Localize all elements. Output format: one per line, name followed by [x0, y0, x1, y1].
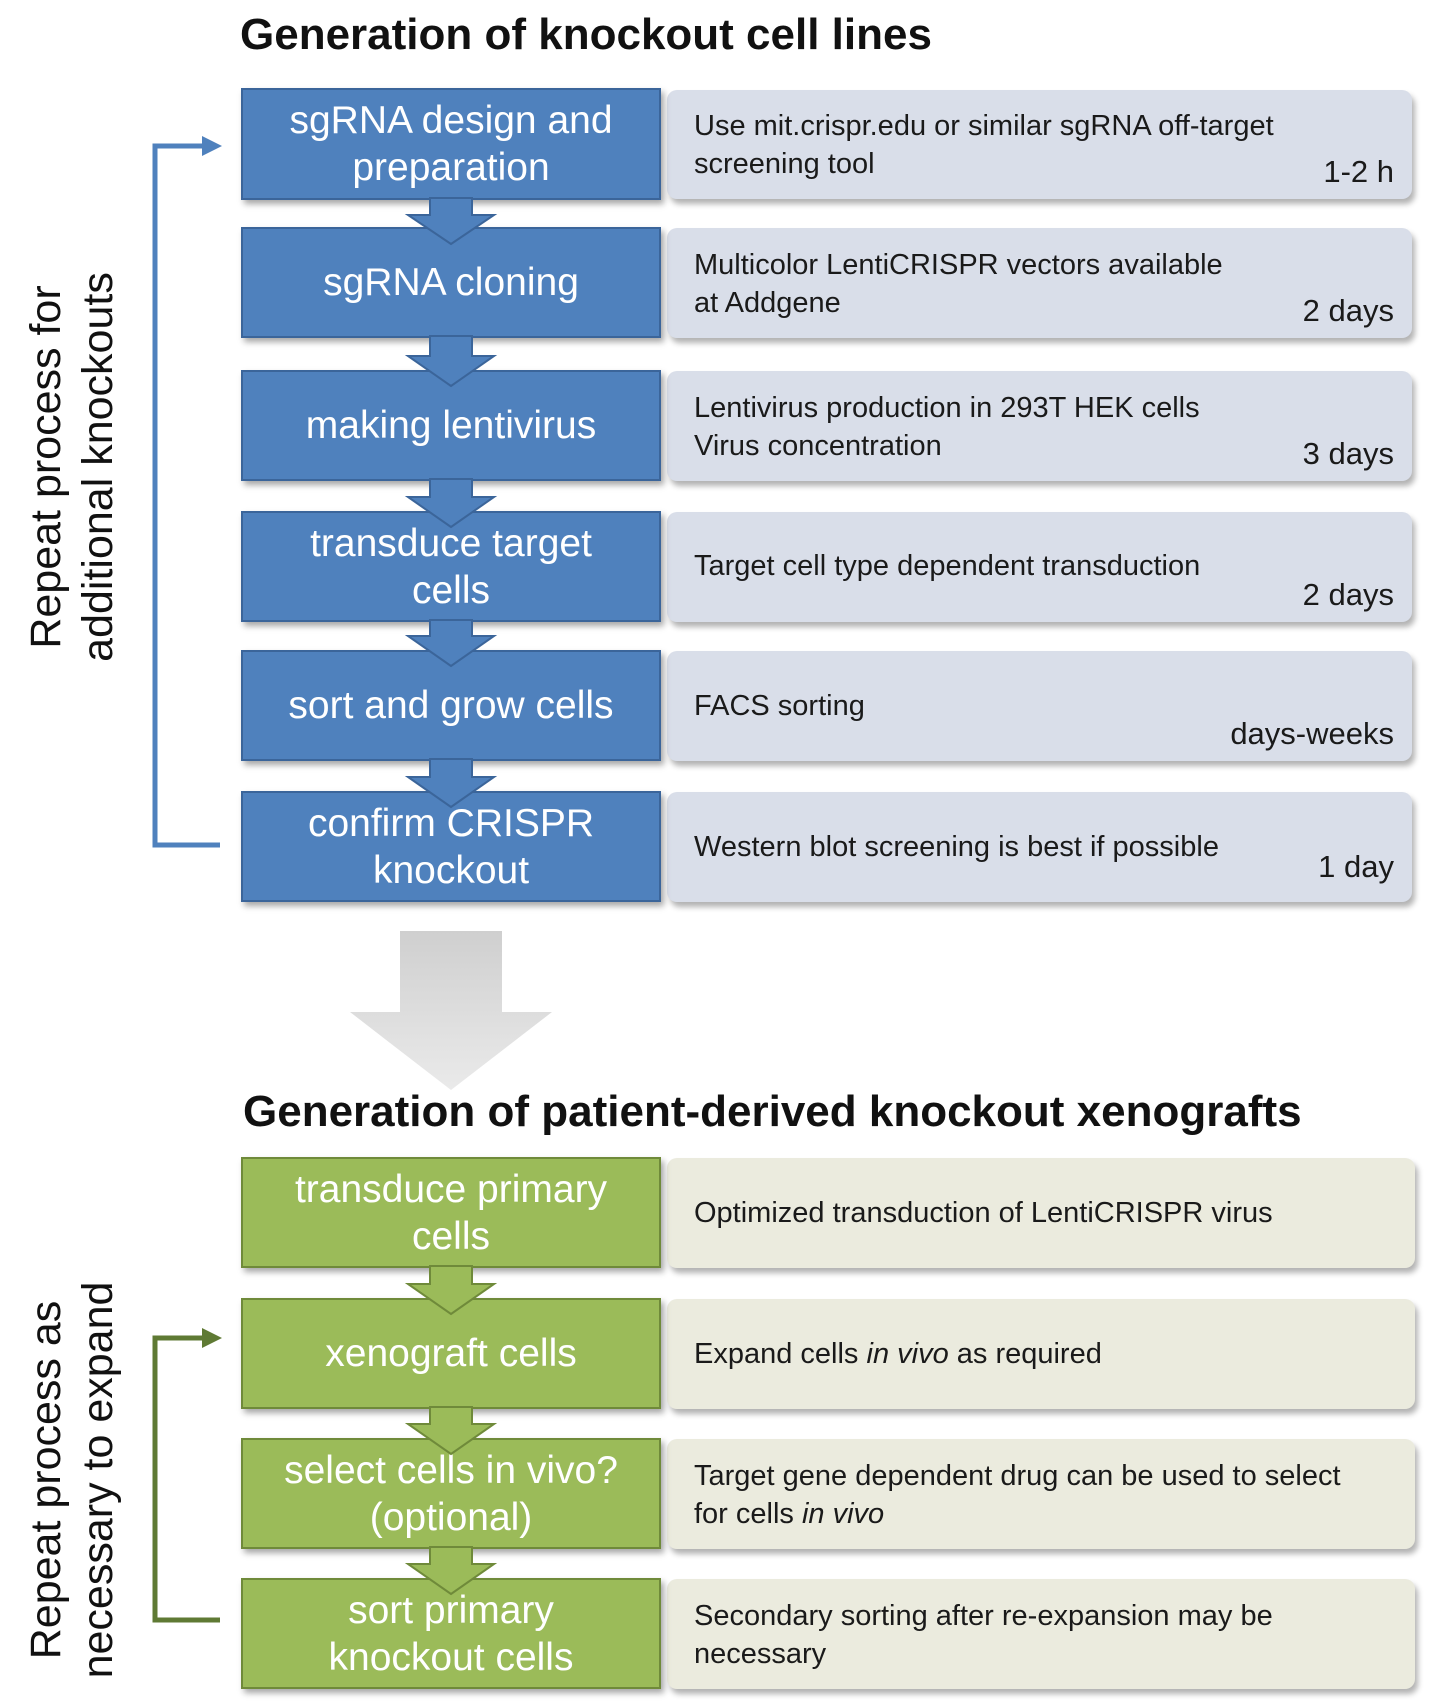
desc-text: Multicolor LentiCRISPR vectors available…	[694, 249, 1223, 319]
desc-text: Optimized transduction of LentiCRISPR vi…	[694, 1197, 1273, 1229]
section1-loop-label-line1: Repeat process for	[22, 285, 70, 649]
desc-text: Target gene dependent drug can be used t…	[694, 1457, 1345, 1533]
desc-sgrna-design: Use mit.crispr.edu or similar sgRNA off-…	[667, 90, 1412, 199]
time-estimate: 3 days	[1302, 436, 1394, 471]
repeat-bracket-blue	[152, 143, 220, 848]
desc-transduce-primary: Optimized transduction of LentiCRISPR vi…	[667, 1158, 1415, 1268]
step-label: sgRNA design and preparation	[289, 99, 613, 189]
section1-loop-label: Repeat process for additional knockouts	[20, 257, 124, 677]
step-label: transduce primary cells	[294, 1167, 608, 1258]
desc-text: Use mit.crispr.edu or similar sgRNA off-…	[694, 110, 1274, 180]
desc-text: Target cell type dependent transduction	[694, 550, 1201, 582]
section2-loop-label-line1: Repeat process as	[22, 1300, 70, 1660]
step-select-in-vivo: select cells in vivo? (optional)	[241, 1438, 661, 1549]
desc-text-emphasis: in vivo	[866, 1338, 949, 1370]
desc-line: Lentivirus production in 293T HEK cells	[694, 392, 1200, 424]
section2-loop-label: Repeat process as necessary to expand	[20, 1270, 124, 1690]
time-estimate: 2 days	[1302, 293, 1394, 328]
desc-text: Lentivirus production in 293T HEK cells …	[694, 389, 1382, 465]
step-label-line: select cells in vivo?	[284, 1448, 618, 1492]
time-estimate: 2 days	[1302, 577, 1394, 612]
desc-sort-grow: FACS sorting days-weeks	[667, 651, 1412, 761]
step-sgrna-design: sgRNA design and preparation	[241, 88, 661, 200]
step-confirm-knockout: confirm CRISPR knockout	[241, 791, 661, 902]
step-sort-primary: sort primary knockout cells	[241, 1578, 661, 1689]
desc-text-part: Target gene dependent drug can be used t…	[694, 1460, 1341, 1530]
step-xenograft-cells: xenograft cells	[241, 1298, 661, 1409]
desc-text-emphasis: in vivo	[801, 1498, 885, 1530]
step-making-lentivirus: making lentivirus	[241, 370, 661, 481]
repeat-arrowhead-green	[202, 1328, 222, 1348]
step-label: sort primary knockout cells	[328, 1588, 574, 1679]
desc-line: Virus concentration	[694, 430, 942, 462]
desc-making-lentivirus: Lentivirus production in 293T HEK cells …	[667, 371, 1412, 481]
desc-text-part: Expand cells	[694, 1338, 867, 1370]
step-label-line: (optional)	[369, 1495, 533, 1539]
step-label: transduce target cells	[310, 521, 592, 612]
repeat-bracket-green	[152, 1335, 220, 1623]
step-label: making lentivirus	[305, 404, 597, 447]
step-transduce-primary: transduce primary cells	[241, 1157, 661, 1268]
desc-sgrna-cloning: Multicolor LentiCRISPR vectors available…	[667, 228, 1412, 338]
step-sort-grow: sort and grow cells	[241, 650, 661, 761]
desc-sort-primary: Secondary sorting after re-expansion may…	[667, 1579, 1415, 1689]
step-label: sgRNA cloning	[323, 261, 579, 304]
step-sgrna-cloning: sgRNA cloning	[241, 227, 661, 338]
repeat-arrowhead-blue	[202, 136, 222, 156]
step-transduce-target: transduce target cells	[241, 511, 661, 622]
step-label: xenograft cells	[325, 1332, 577, 1375]
desc-text-part: as required	[948, 1338, 1102, 1370]
step-label: confirm CRISPR knockout	[307, 801, 595, 892]
desc-text: FACS sorting	[694, 690, 865, 722]
desc-text: Secondary sorting after re-expansion may…	[694, 1600, 1273, 1670]
step-label: sort and grow cells	[288, 684, 614, 727]
desc-transduce-target: Target cell type dependent transduction …	[667, 512, 1412, 622]
desc-text: Expand cells in vivo as required	[694, 1335, 1385, 1373]
transition-arrow	[350, 931, 552, 1090]
desc-xenograft-cells: Expand cells in vivo as required	[667, 1299, 1415, 1409]
time-estimate: days-weeks	[1230, 716, 1394, 751]
desc-confirm-knockout: Western blot screening is best if possib…	[667, 792, 1412, 902]
section2-loop-label-line2: necessary to expand	[74, 1281, 122, 1679]
desc-select-in-vivo: Target gene dependent drug can be used t…	[667, 1439, 1415, 1549]
step-label: select cells in vivo? (optional)	[284, 1447, 618, 1541]
section2-title: Generation of patient-derived knockout x…	[243, 1087, 1302, 1136]
desc-text: Western blot screening is best if possib…	[694, 831, 1219, 863]
section1-loop-label-line2: additional knockouts	[74, 272, 122, 662]
time-estimate: 1-2 h	[1323, 154, 1394, 189]
section1-title: Generation of knockout cell lines	[240, 10, 932, 59]
time-estimate: 1 day	[1318, 849, 1394, 884]
